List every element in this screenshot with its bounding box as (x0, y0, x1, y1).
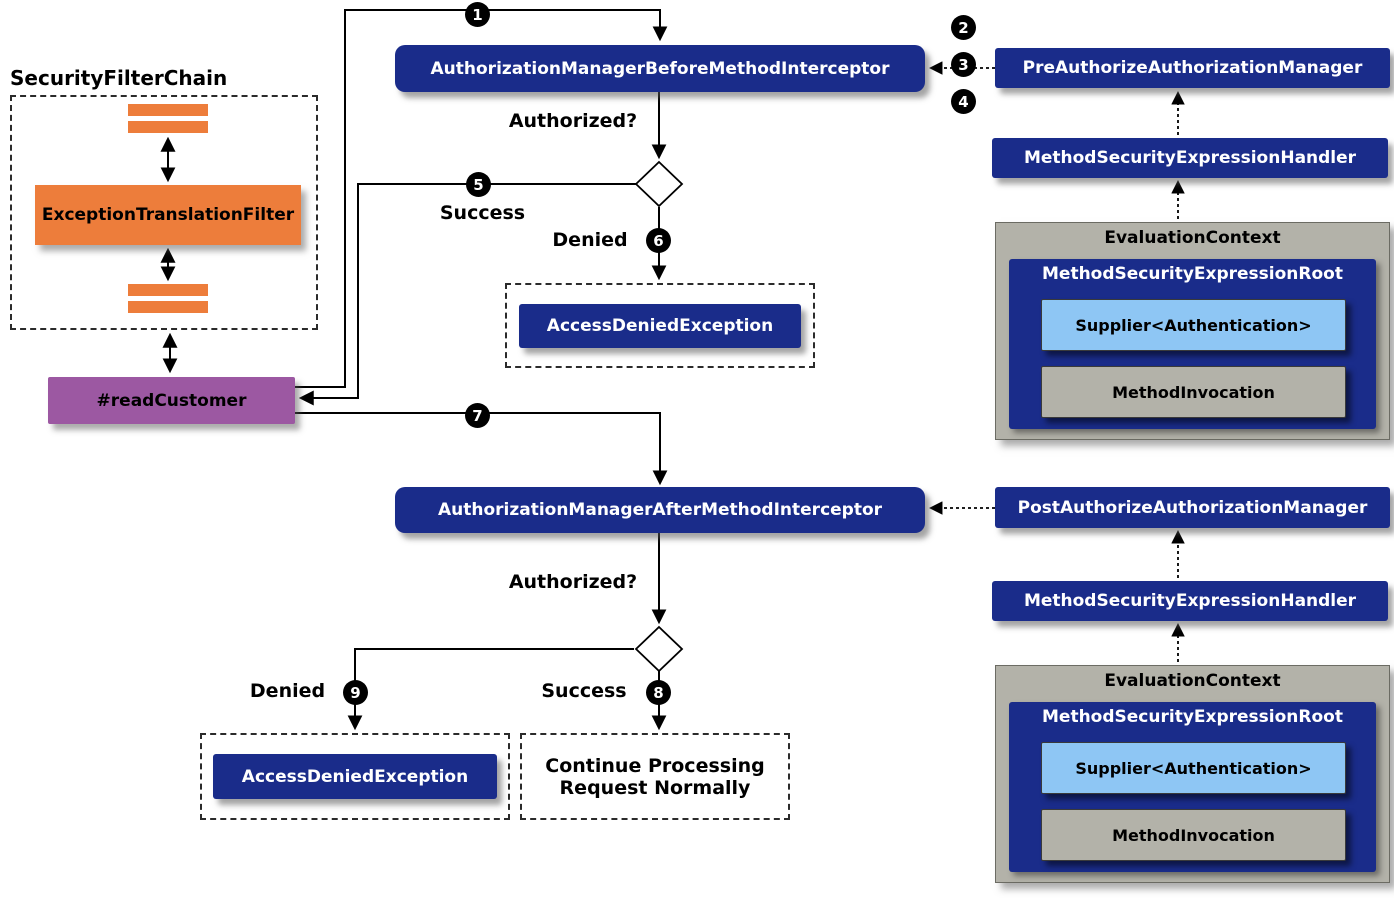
continue-processing-line2: Request Normally (559, 776, 751, 799)
expression-handler-node-top: MethodSecurityExpressionHandler (992, 138, 1388, 178)
expression-handler-label-bottom: MethodSecurityExpressionHandler (1023, 591, 1357, 611)
filter-bar (128, 301, 208, 313)
authorized-question-before: Authorized? (508, 110, 638, 132)
before-method-interceptor-node: AuthorizationManagerBeforeMethodIntercep… (395, 45, 925, 92)
step-badge-4: 4 (951, 89, 976, 114)
access-denied-label-before: AccessDeniedException (546, 315, 774, 336)
evaluation-context-node-bottom: EvaluationContext MethodSecurityExpressi… (995, 665, 1390, 883)
post-authorize-manager-label: PostAuthorizeAuthorizationManager (1017, 497, 1368, 518)
access-denied-node-after: AccessDeniedException (213, 754, 497, 799)
expression-handler-node-bottom: MethodSecurityExpressionHandler (992, 581, 1388, 621)
evaluation-context-title-top: EvaluationContext (1104, 228, 1281, 248)
expression-root-node-bottom: MethodSecurityExpressionRoot Supplier<Au… (1009, 702, 1376, 872)
expression-root-label-top: MethodSecurityExpressionRoot (1042, 264, 1343, 284)
supplier-authentication-label-top: Supplier<Authentication> (1075, 315, 1312, 335)
denied-label-before: Denied (552, 229, 628, 251)
authorized-question-after: Authorized? (508, 571, 638, 593)
supplier-authentication-node-top: Supplier<Authentication> (1041, 299, 1346, 351)
step-badge-3: 3 (951, 52, 976, 77)
expression-root-node-top: MethodSecurityExpressionRoot Supplier<Au… (1009, 259, 1376, 429)
exception-translation-filter-node: ExceptionTranslationFilter (35, 185, 301, 245)
method-invocation-label-bottom: MethodInvocation (1112, 825, 1275, 845)
pre-authorize-manager-node: PreAuthorizeAuthorizationManager (995, 48, 1390, 88)
filter-bar (128, 284, 208, 296)
filter-bar (128, 104, 208, 116)
success-label-before: Success (439, 202, 526, 224)
access-denied-container-before: AccessDeniedException (505, 283, 815, 368)
expression-root-label-bottom: MethodSecurityExpressionRoot (1042, 707, 1343, 727)
access-denied-node-before: AccessDeniedException (519, 303, 801, 348)
decision-diamond-after (634, 625, 684, 673)
supplier-authentication-node-bottom: Supplier<Authentication> (1041, 742, 1346, 794)
exception-translation-filter-label: ExceptionTranslationFilter (41, 205, 295, 225)
step-badge-1: 1 (465, 2, 490, 27)
after-method-interceptor-label: AuthorizationManagerAfterMethodIntercept… (437, 500, 883, 520)
expression-handler-label-top: MethodSecurityExpressionHandler (1023, 148, 1357, 168)
method-invocation-label-top: MethodInvocation (1112, 382, 1275, 402)
supplier-authentication-label-bottom: Supplier<Authentication> (1075, 758, 1312, 778)
success-label-after: Success (541, 680, 627, 702)
post-authorize-manager-node: PostAuthorizeAuthorizationManager (995, 487, 1390, 528)
security-filter-chain-title: SecurityFilterChain (10, 66, 228, 90)
pre-authorize-manager-label: PreAuthorizeAuthorizationManager (1022, 58, 1363, 78)
denied-label-after: Denied (249, 680, 326, 702)
continue-processing-node: Continue Processing Request Normally (520, 733, 790, 820)
evaluation-context-title-bottom: EvaluationContext (1104, 671, 1281, 691)
decision-diamond-before (634, 160, 684, 208)
before-method-interceptor-label: AuthorizationManagerBeforeMethodIntercep… (430, 58, 890, 79)
evaluation-context-node-top: EvaluationContext MethodSecurityExpressi… (995, 222, 1390, 440)
read-customer-label: #readCustomer (96, 390, 247, 411)
after-method-interceptor-node: AuthorizationManagerAfterMethodIntercept… (395, 487, 925, 533)
step-badge-7: 7 (465, 403, 490, 428)
method-invocation-node-top: MethodInvocation (1041, 366, 1346, 418)
access-denied-container-after: AccessDeniedException (200, 733, 510, 820)
access-denied-label-after: AccessDeniedException (241, 766, 469, 787)
step-badge-2: 2 (951, 15, 976, 40)
step-badge-5: 5 (466, 172, 491, 197)
step-badge-6: 6 (646, 228, 671, 253)
step-badge-9: 9 (343, 680, 368, 705)
method-invocation-node-bottom: MethodInvocation (1041, 809, 1346, 861)
filter-bar (128, 121, 208, 133)
read-customer-method-node: #readCustomer (48, 377, 295, 424)
continue-processing-line1: Continue Processing (545, 754, 765, 777)
step-badge-8: 8 (646, 680, 671, 705)
